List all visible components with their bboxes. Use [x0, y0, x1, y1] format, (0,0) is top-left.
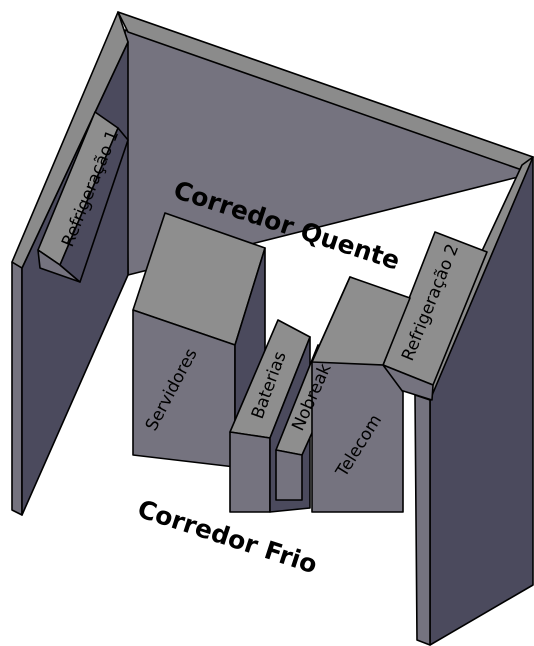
cooling-unit-2 [382, 231, 488, 401]
cooling-unit-1 [37, 111, 129, 283]
right-wall [414, 156, 534, 646]
telecom-rack [311, 276, 411, 513]
